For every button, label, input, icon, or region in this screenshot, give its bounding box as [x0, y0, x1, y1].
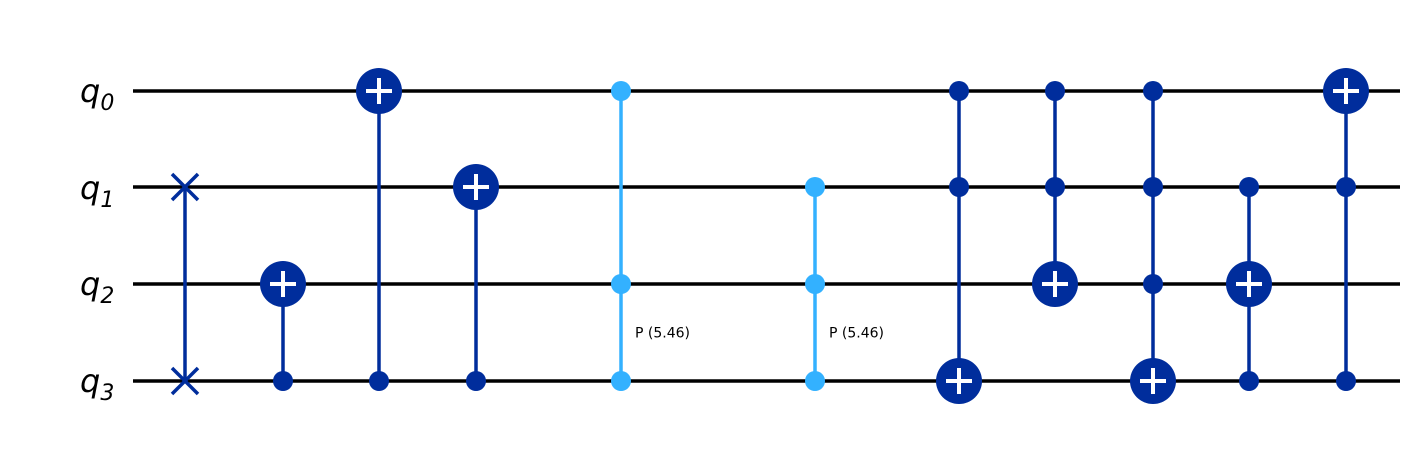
- control-dot-q0: [1045, 81, 1065, 101]
- control-dot-q3: [1239, 371, 1259, 391]
- cnot-target-q2: [260, 261, 306, 307]
- phase-control-dot-q3: [611, 371, 631, 391]
- qubit-label-q2: q2: [80, 265, 114, 309]
- gate-cp-5: P (5.46): [611, 81, 690, 391]
- phase-control-dot-q3: [805, 371, 825, 391]
- control-dot-q1: [1143, 177, 1163, 197]
- phase-parameter-label: P (5.46): [635, 326, 690, 342]
- gate-mcx-10: [1226, 177, 1272, 391]
- gate-mcx-7: [936, 81, 982, 404]
- cnot-target-q2: [1226, 261, 1272, 307]
- qubit-labels: q0 q1 q2 q3: [80, 72, 114, 406]
- cnot-target-q3: [936, 358, 982, 404]
- control-dot-q1: [949, 177, 969, 197]
- qubit-label-q3: q3: [80, 362, 114, 406]
- control-dot-q0: [949, 81, 969, 101]
- control-dot-q0: [1143, 81, 1163, 101]
- qubit-label-q2-name: q: [80, 265, 100, 303]
- swap-cross-stroke: [170, 172, 200, 202]
- cnot-target-q0: [356, 68, 402, 114]
- control-dot-q3: [369, 371, 389, 391]
- qubit-label-q0-name: q: [80, 72, 100, 110]
- control-dot-q2: [1143, 274, 1163, 294]
- gate-mcx-9: [1130, 81, 1176, 404]
- gate-cx-2: [260, 261, 306, 391]
- gate-mcx-11: [1323, 68, 1369, 391]
- cnot-target-q2: [1032, 261, 1078, 307]
- gate-mcx-8: [1032, 81, 1078, 307]
- control-dot-q1: [1045, 177, 1065, 197]
- qubit-label-q0-index: 0: [100, 91, 114, 116]
- phase-parameter-label: P (5.46): [829, 326, 884, 342]
- qubit-label-q2-index: 2: [100, 284, 114, 309]
- cnot-target-q3: [1130, 358, 1176, 404]
- qubit-label-q1-name: q: [80, 169, 100, 207]
- qubit-label-q0: q0: [80, 72, 114, 116]
- phase-control-dot-q1: [805, 177, 825, 197]
- phase-control-dot-q2: [611, 274, 631, 294]
- gate-cx-4: [453, 164, 499, 391]
- qubit-wires: [133, 89, 1400, 383]
- gates: P (5.46) P (5.46): [170, 68, 1369, 404]
- qubit-label-q1: q1: [80, 169, 114, 213]
- swap-cross-q3: [170, 366, 200, 396]
- cnot-target-q1: [453, 164, 499, 210]
- control-dot-q3: [273, 371, 293, 391]
- control-dot-q3: [466, 371, 486, 391]
- swap-cross-q1: [170, 172, 200, 202]
- qubit-label-q3-name: q: [80, 362, 100, 400]
- gate-cp-6: P (5.46): [805, 177, 884, 391]
- swap-cross-stroke: [170, 366, 200, 396]
- qubit-label-q1-index: 1: [100, 188, 114, 213]
- cnot-target-q0: [1323, 68, 1369, 114]
- qubit-label-q3-index: 3: [100, 381, 114, 406]
- control-dot-q1: [1239, 177, 1259, 197]
- phase-control-dot-q2: [805, 274, 825, 294]
- control-dot-q1: [1336, 177, 1356, 197]
- control-dot-q3: [1336, 371, 1356, 391]
- gate-swap-1: [170, 172, 200, 396]
- gate-cx-3: [356, 68, 402, 391]
- phase-control-dot-q0: [611, 81, 631, 101]
